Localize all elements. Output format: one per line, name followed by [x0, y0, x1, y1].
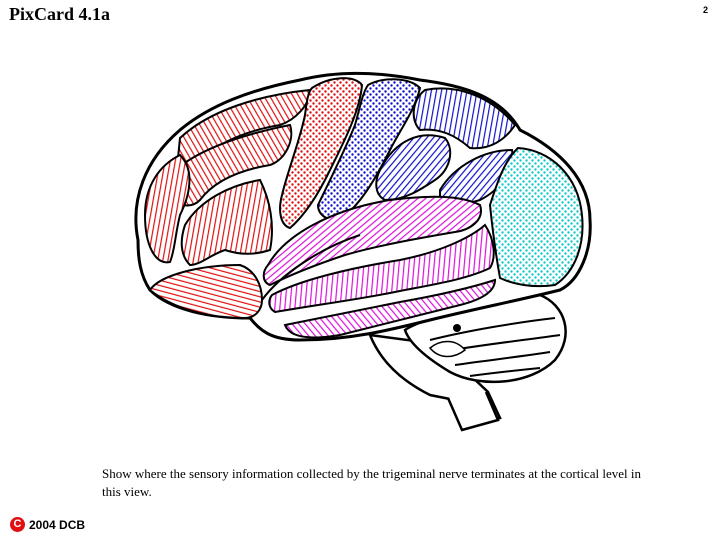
- frontal-gyrus-middle: [169, 123, 293, 207]
- card-title: PixCard 4.1a: [9, 4, 110, 24]
- superior-parietal-lobule: [412, 87, 517, 150]
- frontal-gyrus-left: [143, 153, 191, 264]
- copyright-text: 2004 DCB: [29, 517, 86, 532]
- copyright-line: C 2004 DCB: [10, 517, 85, 532]
- question-text: Show where the sensory information colle…: [102, 466, 641, 499]
- middle-temporal-gyrus: [268, 223, 495, 314]
- precentral-gyrus: [279, 77, 364, 230]
- orbital-gyrus: [148, 263, 264, 320]
- copyright-icon: C: [10, 517, 25, 532]
- frontal-gyrus-inferior: [180, 178, 273, 267]
- page-number: 2: [702, 5, 708, 15]
- inferior-temporal-gyrus: [283, 278, 497, 339]
- superior-temporal-gyrus: [262, 195, 482, 287]
- occipital-lobe: [488, 146, 584, 288]
- supramarginal-gyrus: [375, 134, 452, 202]
